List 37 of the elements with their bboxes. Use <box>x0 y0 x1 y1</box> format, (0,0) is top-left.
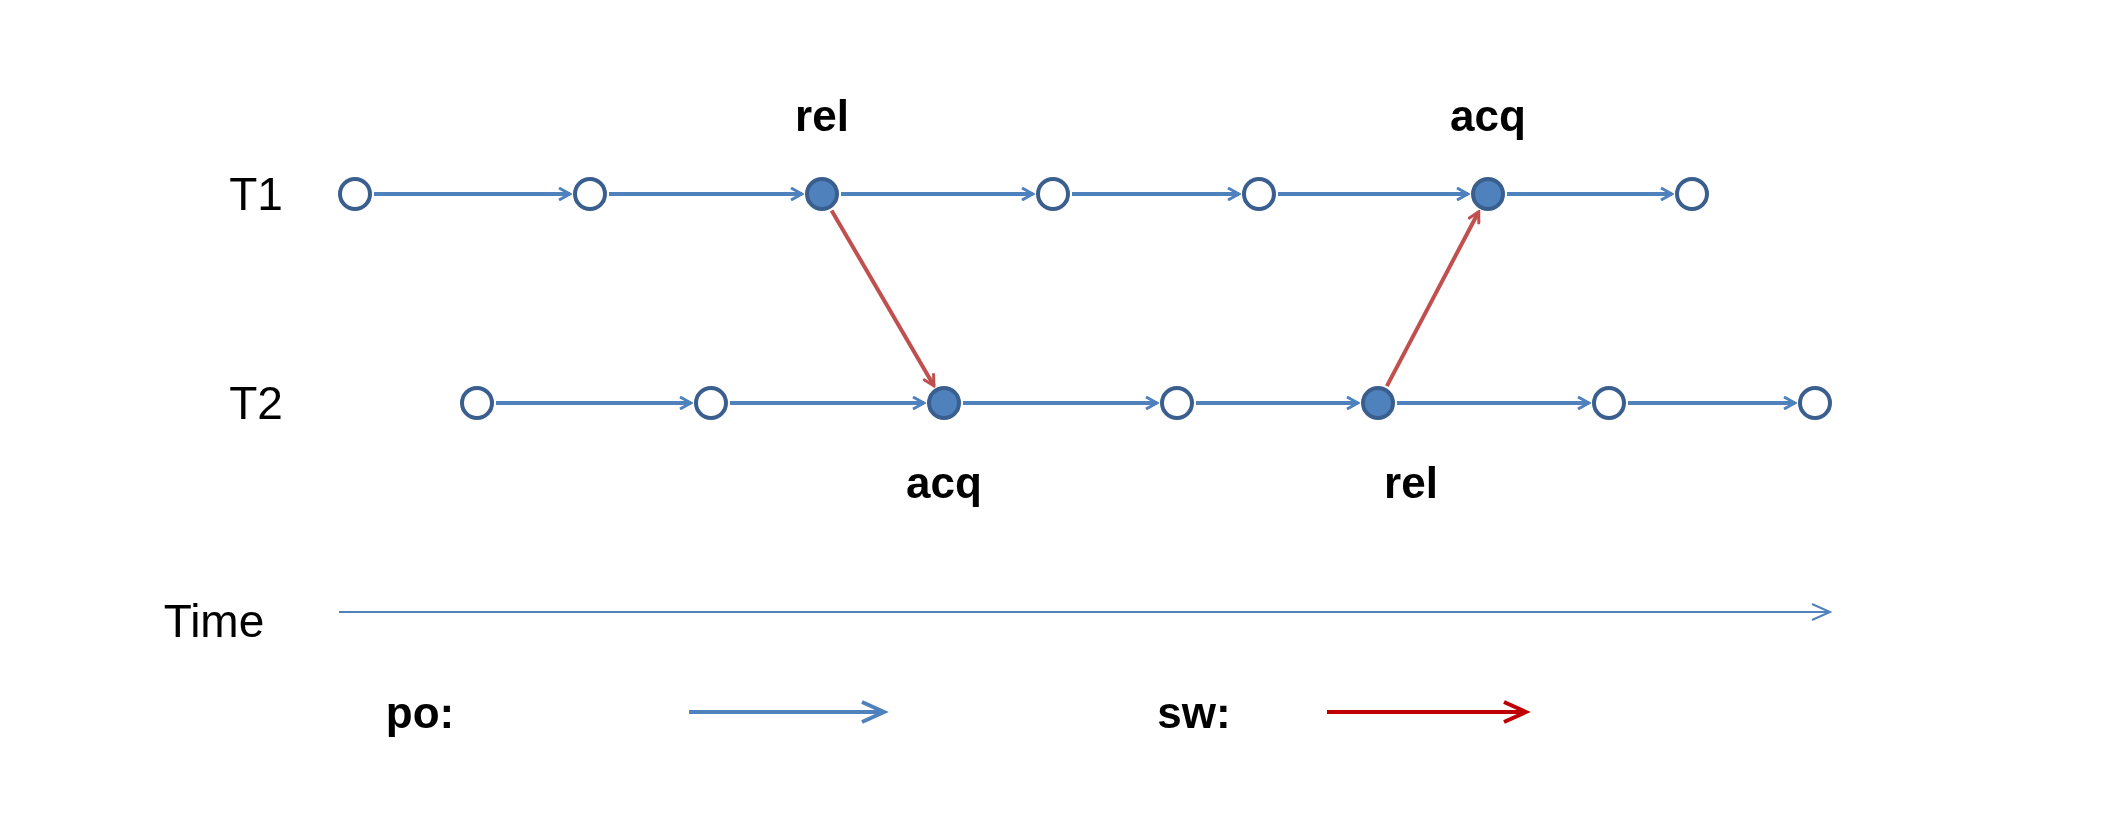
thread-label: T1 <box>229 171 283 217</box>
arrow <box>841 186 1035 202</box>
legend-label: po: <box>385 691 455 735</box>
event-circle <box>338 177 372 211</box>
arrow <box>374 186 572 202</box>
arrow <box>1628 395 1797 411</box>
event-label: acq <box>1450 94 1526 138</box>
event-circle <box>805 177 839 211</box>
event-circle <box>1592 386 1626 420</box>
thread-label: T2 <box>229 380 283 426</box>
axis-label: Time <box>163 598 265 644</box>
event-circle <box>460 386 494 420</box>
event-label: rel <box>1384 461 1438 505</box>
event-label: acq <box>906 461 982 505</box>
event-circle <box>1471 177 1505 211</box>
arrow <box>496 395 693 411</box>
arrow <box>1072 186 1241 202</box>
event-label: rel <box>795 94 849 138</box>
event-circle <box>1675 177 1709 211</box>
event-circle <box>1361 386 1395 420</box>
event-circle <box>694 386 728 420</box>
event-circle <box>1798 386 1832 420</box>
arrow <box>1196 395 1360 411</box>
event-circle <box>927 386 961 420</box>
event-circle <box>1160 386 1194 420</box>
arrow <box>1278 186 1470 202</box>
event-circle <box>1036 177 1070 211</box>
arrow <box>829 209 936 388</box>
arrow <box>963 395 1159 411</box>
arrow <box>1507 186 1674 202</box>
arrow <box>1397 395 1591 411</box>
event-circle <box>573 177 607 211</box>
event-circle <box>1242 177 1276 211</box>
legend-label: sw: <box>1157 691 1231 735</box>
arrow <box>609 186 804 202</box>
arrow <box>730 395 926 411</box>
arrow <box>1385 210 1481 388</box>
